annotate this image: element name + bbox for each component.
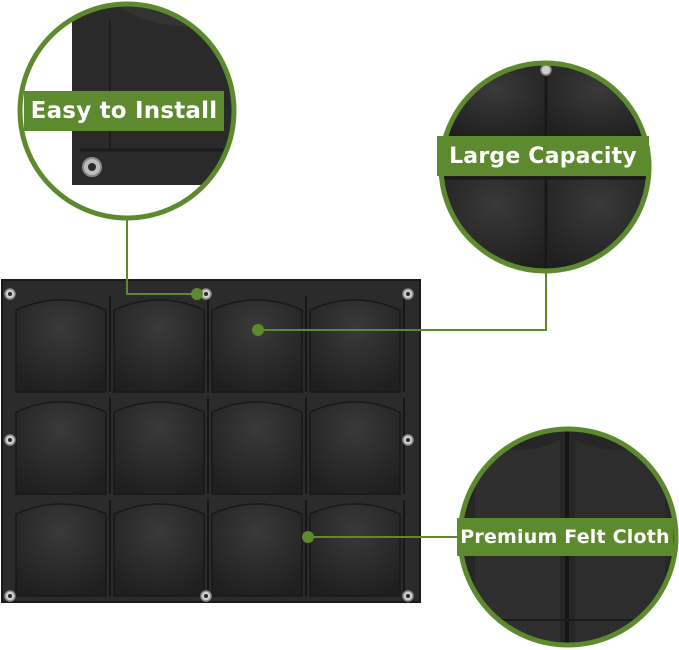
pocket <box>309 503 401 597</box>
grommet-hole <box>406 594 410 598</box>
pocket <box>15 299 107 393</box>
dot-capacity <box>252 324 264 336</box>
connector-capacity <box>258 270 547 331</box>
connector-install <box>126 220 197 295</box>
grommet-hole <box>406 438 410 442</box>
pocket-grid <box>15 296 405 597</box>
dot-felt <box>302 531 314 543</box>
grommet-hole <box>204 594 208 598</box>
grommet-icon <box>540 64 552 76</box>
grommet-set <box>4 288 414 602</box>
grommet-hole <box>406 292 410 296</box>
pocket <box>15 401 107 495</box>
pocket <box>211 299 303 393</box>
pocket <box>113 299 205 393</box>
planter-panel <box>1 279 421 603</box>
grommet-hole <box>8 438 12 442</box>
pocket <box>309 299 401 393</box>
callout-label-install: Easy to Install <box>24 91 224 131</box>
dot-install <box>191 288 203 300</box>
grommet-hole <box>204 292 208 296</box>
pocket <box>15 503 107 597</box>
pocket <box>113 401 205 495</box>
grommet-hole <box>8 292 12 296</box>
grommet-hole <box>8 594 12 598</box>
pocket <box>309 401 401 495</box>
connector-lines <box>126 220 547 538</box>
pocket <box>211 401 303 495</box>
pocket <box>211 503 303 597</box>
connector-dots <box>191 288 314 543</box>
callout-label-felt: Premium Felt Cloth <box>457 518 673 556</box>
pocket <box>113 503 205 597</box>
callout-label-capacity: Large Capacity <box>437 136 649 176</box>
